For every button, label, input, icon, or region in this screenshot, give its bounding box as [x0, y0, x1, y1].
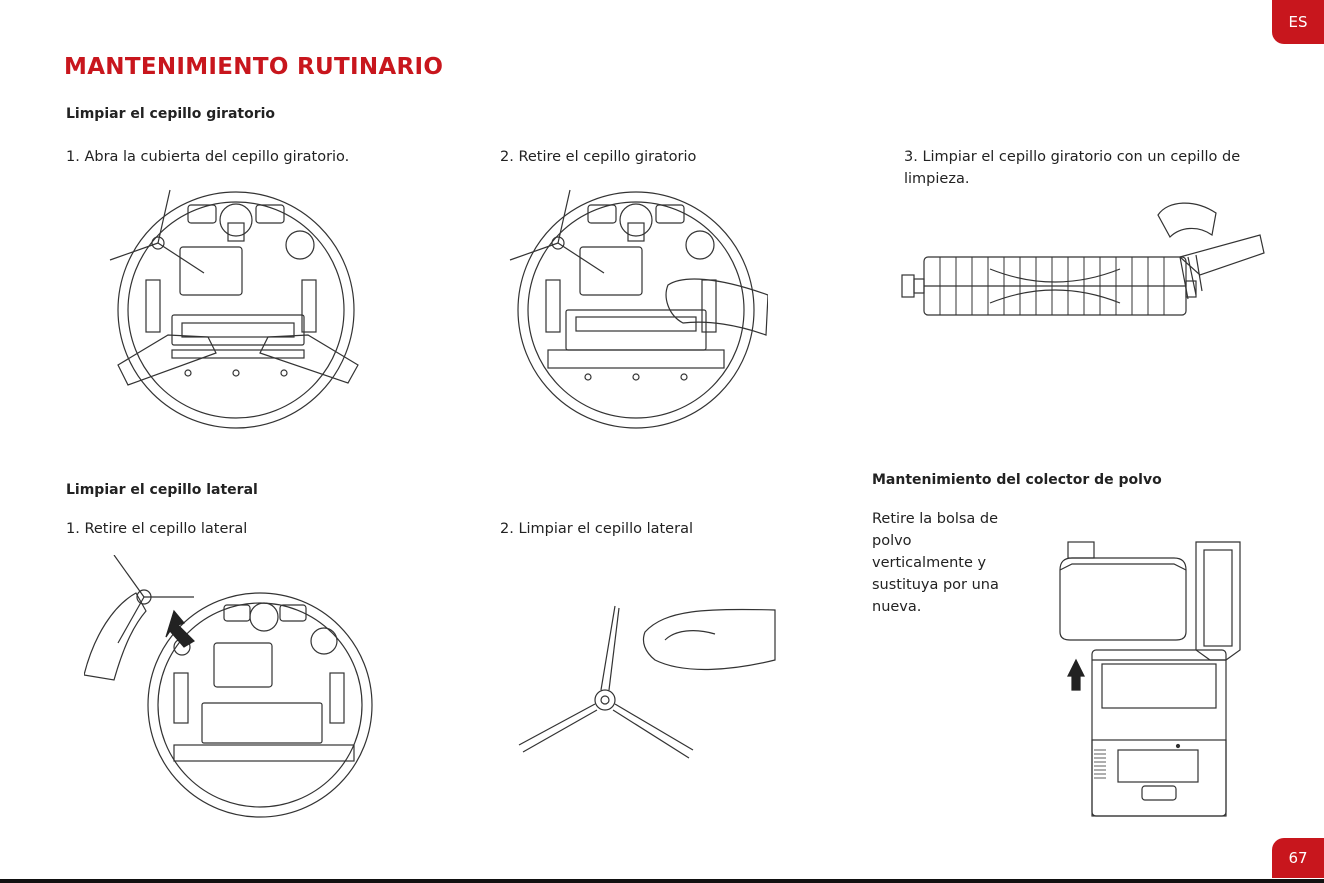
dust-dock-bag-replacement-illustration — [1058, 540, 1248, 822]
side-brush-cleaning-illustration — [515, 600, 780, 760]
language-tab: ES — [1272, 0, 1324, 44]
page-title: MANTENIMIENTO RUTINARIO — [64, 54, 444, 80]
step-remove-brush: 2. Retire el cepillo giratorio — [500, 149, 697, 165]
step-clean-side-brush: 2. Limpiar el cepillo lateral — [500, 521, 693, 537]
step-clean-brush: 3. Limpiar el cepillo giratorio con un c… — [904, 149, 1241, 187]
robot-underside-remove-brush-illustration — [508, 185, 768, 435]
section-heading-main-brush: Limpiar el cepillo giratorio — [66, 106, 276, 122]
page-number-tab: 67 — [1272, 838, 1324, 878]
robot-underside-open-cover-illustration — [108, 185, 368, 435]
step-open-cover: 1. Abra la cubierta del cepillo giratori… — [66, 149, 350, 165]
bottom-rule — [0, 879, 1324, 883]
step-remove-side-brush: 1. Retire el cepillo lateral — [66, 521, 248, 537]
robot-remove-side-brush-illustration — [84, 555, 384, 825]
roller-brush-cleaning-illustration — [900, 195, 1265, 335]
section-heading-side-brush: Limpiar el cepillo lateral — [66, 482, 258, 498]
section-heading-dust-collector: Mantenimiento del colector de polvo — [872, 472, 1162, 488]
dust-collector-instruction: Retire la bolsa de polvo verticalmente y… — [872, 511, 999, 615]
